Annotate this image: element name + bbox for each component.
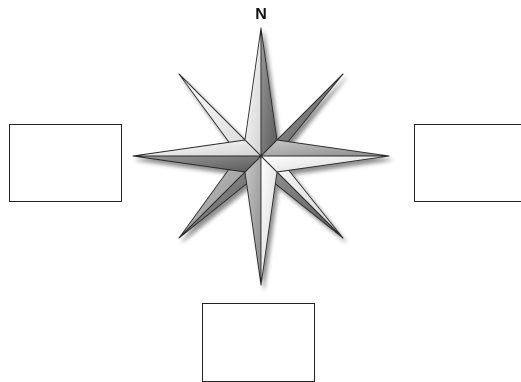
- east-answer-box[interactable]: [414, 124, 521, 202]
- west-point: [133, 140, 261, 172]
- north-point: [245, 28, 277, 156]
- south-answer-box[interactable]: [202, 303, 315, 382]
- west-answer-box[interactable]: [9, 124, 122, 202]
- east-point: [261, 140, 389, 172]
- north-label: N: [251, 6, 271, 24]
- south-point: [245, 156, 277, 285]
